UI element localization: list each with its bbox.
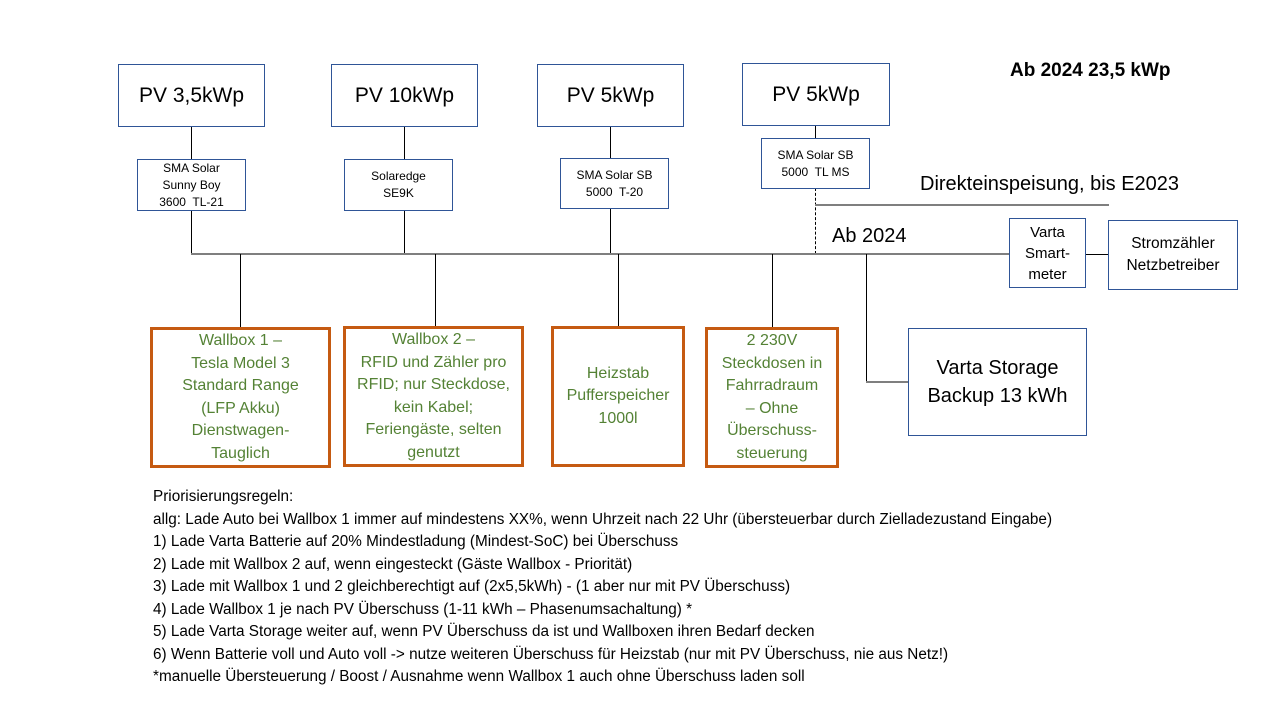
inverter-line: 3600 TL-21	[159, 194, 224, 209]
inverter-line: SMA Solar	[163, 160, 220, 175]
connector-bus-storage-horizontal	[866, 381, 909, 383]
rule-item: 3) Lade mit Wallbox 1 und 2 gleichberech…	[153, 578, 791, 595]
load-sockets-bike-room: 2 230V Steckdosen in Fahrradraum – Ohne …	[705, 327, 839, 468]
load-heizstab: Heizstab Pufferspeicher 1000l	[551, 326, 685, 467]
connector-inverter1-bus	[191, 210, 192, 254]
connector-bus-storage-vertical	[866, 254, 867, 382]
load-line: Dienstwagen-	[191, 422, 290, 439]
load-line: RFID und Zähler pro	[360, 353, 507, 371]
rule-item: 4) Lade Wallbox 1 je nach PV Überschuss …	[153, 600, 693, 618]
connector-pv2-inverter2	[404, 126, 405, 159]
grid-meter-line: Stromzähler	[1131, 235, 1215, 252]
varta-storage: Varta Storage Backup 13 kWh	[908, 328, 1087, 436]
direct-feed-line	[815, 204, 1109, 206]
load-line: Wallbox 2 –	[392, 331, 475, 348]
load-wallbox-2: Wallbox 2 – RFID und Zähler pro RFID; nu…	[343, 326, 524, 467]
load-line: genutzt	[407, 443, 460, 461]
inverter-2: Solaredge SE9K	[344, 159, 453, 211]
load-line: Heizstab	[586, 364, 650, 382]
pv-array-3: PV 5kWp	[537, 64, 684, 127]
load-wallbox-1: Wallbox 1 – Tesla Model 3 Standard Range…	[150, 327, 331, 468]
rule-item: 2) Lade mit Wallbox 2 auf, wenn eingeste…	[153, 555, 633, 573]
inverter-1: SMA Solar Sunny Boy 3600 TL-21	[137, 159, 246, 211]
load-line: kein Kabel;	[393, 398, 474, 416]
connector-bus-wallbox2	[435, 254, 436, 327]
connector-inverter4-dashed	[815, 188, 816, 254]
load-line: Fahrradraum	[725, 377, 819, 394]
inverter-line: 5000 T-20	[585, 184, 644, 199]
pv-array-label: PV 3,5kWp	[138, 83, 245, 107]
storage-line: Varta Storage	[936, 357, 1059, 379]
load-line: (LFP Akku)	[201, 399, 280, 417]
inverter-line: 5000 TL MS	[781, 164, 850, 179]
load-line: RFID; nur Steckdose,	[357, 376, 510, 393]
connector-inverter3-bus	[610, 208, 611, 254]
load-line: Tesla Model 3	[191, 354, 290, 372]
rules-title: Priorisierungsregeln:	[153, 488, 294, 505]
inverter-line: SMA Solar SB	[777, 147, 854, 162]
inverter-line: SE9K	[383, 186, 414, 200]
load-line: Feriengäste, selten	[365, 421, 502, 438]
connector-pv4-inverter4	[815, 125, 816, 139]
connector-bus-heizstab	[618, 254, 619, 327]
load-line: Standard Range	[182, 377, 299, 394]
smartmeter-line: meter	[1028, 265, 1067, 283]
load-line: Steckdosen in	[721, 354, 823, 372]
total-capacity-heading: Ab 2024 23,5 kWp	[1010, 60, 1171, 81]
prioritization-rules: Priorisierungsregeln: allg: Lade Auto be…	[153, 486, 1052, 689]
inverter-line: Sunny Boy	[162, 177, 221, 192]
direct-feed-label: Direkteinspeisung, bis E2023	[920, 173, 1180, 195]
inverter-line: SMA Solar SB	[576, 167, 653, 182]
inverter-3: SMA Solar SB 5000 T-20	[560, 158, 669, 209]
varta-smartmeter: Varta Smart- meter	[1009, 218, 1086, 288]
rule-item: 6) Wenn Batterie voll und Auto voll -> n…	[153, 645, 949, 663]
load-line: Pufferspeicher	[566, 387, 670, 405]
pv-array-4: PV 5kWp	[742, 63, 890, 126]
load-line: Überschuss-	[727, 422, 817, 439]
rule-item: 5) Lade Varta Storage weiter auf, wenn P…	[153, 623, 815, 640]
pv-array-label: PV 10kWp	[354, 83, 455, 107]
pv-array-label: PV 5kWp	[772, 82, 860, 106]
storage-line: Backup 13 kWh	[927, 385, 1068, 407]
inverter-line: Solaredge	[371, 169, 426, 183]
connector-smartmeter-gridmeter	[1085, 254, 1109, 255]
rule-item: allg: Lade Auto bei Wallbox 1 immer auf …	[153, 510, 1053, 528]
from-2024-label: Ab 2024	[832, 225, 907, 247]
load-line: steuerung	[736, 444, 808, 462]
main-bus	[191, 253, 1009, 255]
connector-bus-wallbox1	[240, 254, 241, 328]
pv-array-2: PV 10kWp	[331, 64, 478, 127]
load-line: Wallbox 1 –	[199, 332, 282, 349]
connector-inverter2-bus	[404, 210, 405, 254]
smartmeter-line: Varta	[1030, 223, 1065, 241]
load-line: 2 230V	[746, 332, 798, 349]
rule-item: *manuelle Übersteuerung / Boost / Ausnah…	[153, 668, 805, 685]
connector-pv1-inverter1	[191, 126, 192, 161]
load-line: 1000l	[598, 409, 638, 427]
connector-pv3-inverter3	[610, 126, 611, 159]
rule-item: 1) Lade Varta Batterie auf 20% Mindestla…	[153, 533, 679, 550]
grid-meter: Stromzähler Netzbetreiber	[1108, 220, 1238, 290]
load-line: Tauglich	[211, 444, 270, 462]
pv-array-1: PV 3,5kWp	[118, 64, 265, 127]
grid-meter-line: Netzbetreiber	[1126, 257, 1220, 274]
load-line: – Ohne	[745, 399, 799, 417]
connector-bus-sockets	[772, 254, 773, 328]
smartmeter-line: Smart-	[1025, 244, 1070, 262]
pv-array-label: PV 5kWp	[566, 83, 655, 107]
inverter-4: SMA Solar SB 5000 TL MS	[761, 138, 870, 189]
